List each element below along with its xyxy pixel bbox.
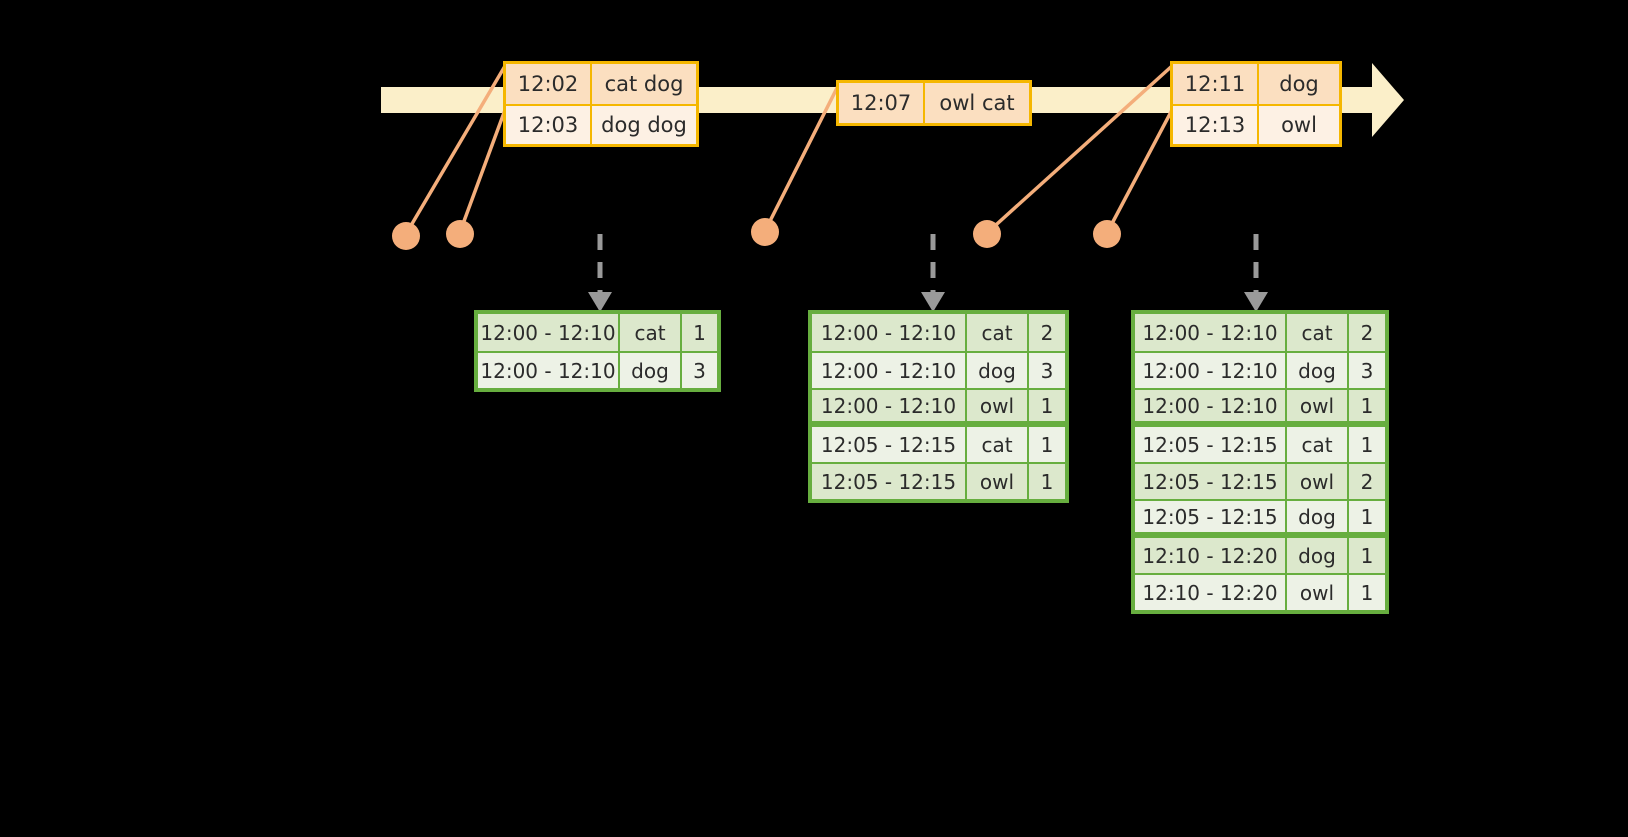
event-row[interactable]: 12:02 cat dog bbox=[506, 64, 696, 104]
trigger-arrow-head-2 bbox=[921, 292, 945, 312]
result-window-cell: 12:00 - 12:10 bbox=[1135, 353, 1287, 388]
result-count-cell: 3 bbox=[682, 353, 717, 388]
result-word-cell: cat bbox=[1287, 314, 1349, 351]
result-window-cell: 12:00 - 12:10 bbox=[812, 353, 967, 388]
result-count-cell: 1 bbox=[1349, 538, 1385, 573]
result-word-cell: cat bbox=[620, 314, 682, 351]
result-window-cell: 12:00 - 12:10 bbox=[1135, 314, 1287, 351]
result-word-cell: dog bbox=[620, 353, 682, 388]
event-group-3[interactable]: 12:11 dog 12:13 owl bbox=[1170, 61, 1342, 147]
event-row[interactable]: 12:07 owl cat bbox=[839, 83, 1029, 123]
connector-line-5 bbox=[1105, 109, 1174, 234]
result-word-cell: owl bbox=[1287, 390, 1349, 421]
result-window-cell: 12:00 - 12:10 bbox=[478, 353, 620, 388]
result-count-cell: 1 bbox=[1349, 575, 1385, 610]
event-time: 12:13 bbox=[1173, 106, 1259, 144]
result-count-cell: 1 bbox=[1029, 390, 1065, 421]
result-count-cell: 2 bbox=[1349, 314, 1385, 351]
event-time: 12:02 bbox=[506, 64, 592, 104]
result-window-cell: 12:05 - 12:15 bbox=[1135, 501, 1287, 532]
result-count-cell: 2 bbox=[1349, 464, 1385, 499]
result-count-cell: 3 bbox=[1029, 353, 1065, 388]
event-time: 12:07 bbox=[839, 83, 925, 123]
result-window-cell: 12:05 - 12:15 bbox=[812, 464, 967, 499]
connector-line-3 bbox=[763, 85, 840, 232]
event-words: owl bbox=[1259, 106, 1339, 144]
result-count-cell: 1 bbox=[1029, 427, 1065, 462]
event-words: owl cat bbox=[925, 83, 1029, 123]
trigger-arrow-head-3 bbox=[1244, 292, 1268, 312]
event-group-1[interactable]: 12:02 cat dog 12:03 dog dog bbox=[503, 61, 699, 147]
result-window-cell: 12:10 - 12:20 bbox=[1135, 538, 1287, 573]
result-count-cell: 1 bbox=[1349, 427, 1385, 462]
result-count-cell: 2 bbox=[1029, 314, 1065, 351]
event-dot-2 bbox=[446, 220, 474, 248]
result-word-cell: cat bbox=[1287, 427, 1349, 462]
event-dot-3 bbox=[751, 218, 779, 246]
result-window-cell: 12:05 - 12:15 bbox=[812, 427, 967, 462]
result-word-cell: cat bbox=[967, 427, 1029, 462]
trigger-arrow-head-1 bbox=[588, 292, 612, 312]
result-window-cell: 12:00 - 12:10 bbox=[478, 314, 620, 351]
connector-line-2 bbox=[458, 109, 507, 233]
result-window-cell: 12:10 - 12:20 bbox=[1135, 575, 1287, 610]
event-group-2[interactable]: 12:07 owl cat bbox=[836, 80, 1032, 126]
event-row[interactable]: 12:11 dog bbox=[1173, 64, 1339, 104]
result-word-cell: dog bbox=[1287, 538, 1349, 573]
result-count-cell: 1 bbox=[1349, 390, 1385, 421]
connector-line-4 bbox=[985, 64, 1174, 235]
result-window-cell: 12:05 - 12:15 bbox=[1135, 464, 1287, 499]
result-window-cell: 12:00 - 12:10 bbox=[812, 390, 967, 421]
result-word-cell: owl bbox=[1287, 464, 1349, 499]
event-dot-5 bbox=[1093, 220, 1121, 248]
result-window-cell: 12:00 - 12:10 bbox=[812, 314, 967, 351]
result-count-cell: 1 bbox=[1029, 464, 1065, 499]
result-count-cell: 3 bbox=[1349, 353, 1385, 388]
result-count-cell: 1 bbox=[1349, 501, 1385, 532]
result-word-cell: owl bbox=[967, 464, 1029, 499]
event-words: dog dog bbox=[592, 106, 696, 144]
event-words: cat dog bbox=[592, 64, 696, 104]
result-word-cell: owl bbox=[967, 390, 1029, 421]
result-word-cell: owl bbox=[1287, 575, 1349, 610]
result-window-cell: 12:05 - 12:15 bbox=[1135, 427, 1287, 462]
result-count-cell: 1 bbox=[682, 314, 717, 351]
result-word-cell: cat bbox=[967, 314, 1029, 351]
result-window-cell: 12:00 - 12:10 bbox=[1135, 390, 1287, 421]
event-dot-4 bbox=[973, 220, 1001, 248]
result-word-cell: dog bbox=[1287, 501, 1349, 532]
result-word-cell: dog bbox=[1287, 353, 1349, 388]
event-row[interactable]: 12:13 owl bbox=[1173, 104, 1339, 144]
event-time: 12:03 bbox=[506, 106, 592, 144]
event-dot-1 bbox=[392, 222, 420, 250]
event-words: dog bbox=[1259, 64, 1339, 104]
connector-line-1 bbox=[404, 65, 507, 235]
result-word-cell: dog bbox=[967, 353, 1029, 388]
event-time: 12:11 bbox=[1173, 64, 1259, 104]
event-row[interactable]: 12:03 dog dog bbox=[506, 104, 696, 144]
